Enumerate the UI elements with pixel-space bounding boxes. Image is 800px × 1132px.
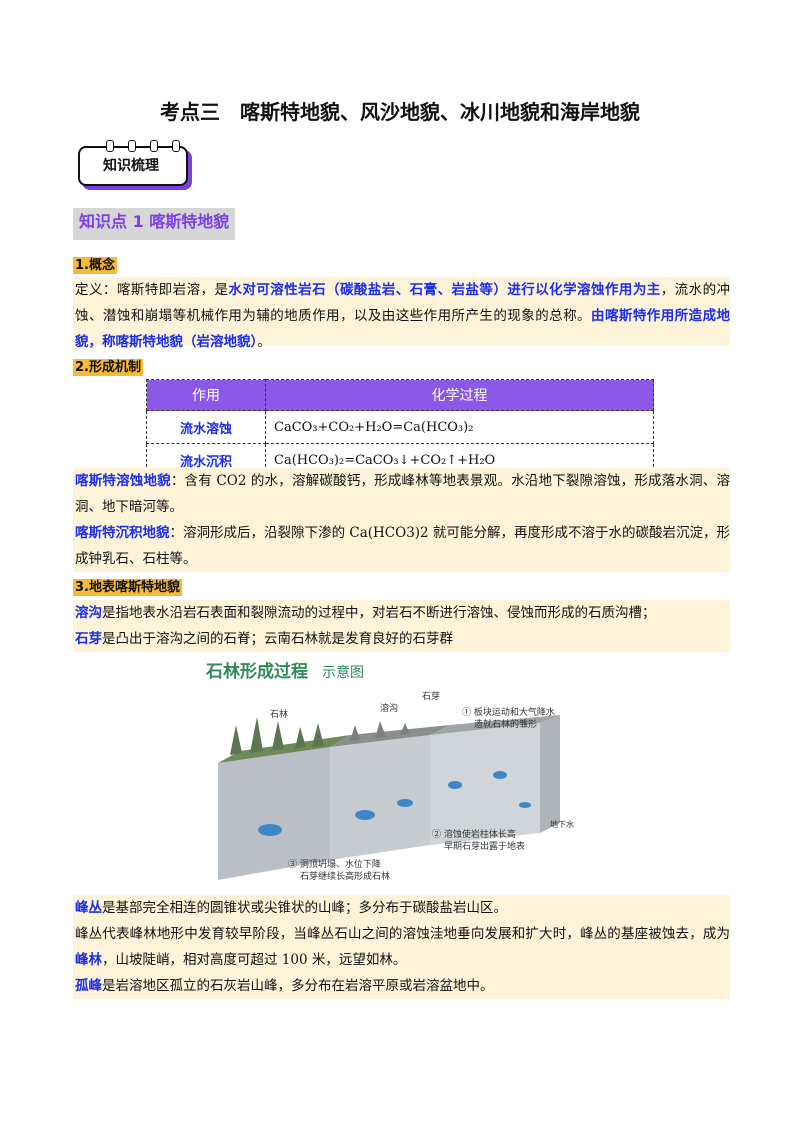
section-heading-mechanism: 2.形成机制 — [73, 359, 143, 376]
ring-icon — [128, 140, 136, 152]
ring-icon — [172, 140, 180, 152]
svg-text:溶沟: 溶沟 — [380, 702, 398, 714]
svg-text:地下水: 地下水 — [550, 819, 574, 829]
svg-text:② 溶蚀使岩柱体长高: ② 溶蚀使岩柱体长高 — [432, 828, 516, 840]
svg-text:石林: 石林 — [270, 708, 288, 720]
stone-forest-diagram: 石林形成过程 示意图 石林 溶沟 石芽 ① 板块运动和大气降水 造就石 — [200, 655, 600, 885]
figure-title: 石林形成过程 — [205, 661, 308, 682]
highlight-text: 由喀斯特作用所造成地貌，称喀斯特地貌（岩溶地貌） — [75, 308, 731, 350]
table-cell: CaCO₃+CO₂+H₂O=Ca(HCO₃)₂ — [265, 410, 654, 444]
svg-text:① 板块运动和大气降水: ① 板块运动和大气降水 — [462, 706, 555, 718]
svg-text:早期石芽出露于地表: 早期石芽出露于地表 — [444, 840, 525, 852]
fengcong-paragraph: 峰丛是基部完全相连的圆锥状或尖锥状的山峰；多分布于碳酸盐岩山区。 — [73, 895, 730, 921]
concept-paragraph: 定义：喀斯特即岩溶，是水对可溶性岩石（碳酸盐岩、石膏、岩盐等）进行以化学溶蚀作用… — [73, 277, 730, 350]
karst-erosion-paragraph: 喀斯特溶蚀地貌：含有 CO2 的水，溶解碳酸钙，形成峰林等地表景观。水沿地下裂隙… — [73, 468, 730, 520]
table-header: 化学过程 — [265, 379, 654, 411]
section-heading-surface-karst: 3.地表喀斯特地貌 — [73, 579, 182, 596]
ring-icon — [106, 140, 114, 152]
ring-icon — [150, 140, 158, 152]
svg-text:造就石林的雏形: 造就石林的雏形 — [474, 718, 537, 730]
fenglin-paragraph: 峰丛代表峰林地形中发育较早阶段，当峰丛石山之间的溶蚀洼地垂向发展和扩大时，峰丛的… — [73, 921, 730, 973]
ronggou-paragraph: 溶沟是指地表水沿岩石表面和裂隙流动的过程中，对岩石不断进行溶蚀、侵蚀而形成的石质… — [73, 600, 730, 626]
svg-text:石芽: 石芽 — [422, 690, 440, 702]
section-tag: 知识梳理 — [78, 140, 188, 186]
page-title: 考点三 喀斯特地貌、风沙地貌、冰川地貌和海岸地貌 — [160, 100, 640, 124]
svg-text:石芽继续长高形成石林: 石芽继续长高形成石林 — [300, 870, 390, 882]
gufeng-paragraph: 孤峰是岩溶地区孤立的石灰岩山峰，多分布在岩溶平原或岩溶盆地中。 — [73, 973, 730, 999]
chemistry-table: 作用 化学过程 流水溶蚀 CaCO₃+CO₂+H₂O=Ca(HCO₃)₂ 流水沉… — [146, 379, 654, 477]
table-header: 作用 — [146, 379, 266, 411]
figure-subtitle: 示意图 — [322, 664, 364, 681]
section-tag-label: 知识梳理 — [103, 158, 159, 174]
table-cell: 流水溶蚀 — [146, 410, 266, 444]
karst-deposition-paragraph: 喀斯特沉积地貌：溶洞形成后，沿裂隙下渗的 Ca(HCO3)2 就可能分解，再度形… — [73, 520, 730, 572]
knowledge-point-heading: 知识点 1 喀斯特地貌 — [73, 208, 236, 240]
section-heading-concept: 1.概念 — [73, 257, 117, 274]
shiya-paragraph: 石芽是凸出于溶沟之间的石脊；云南石林就是发育良好的石芽群 — [73, 626, 730, 652]
table-row: 流水溶蚀 CaCO₃+CO₂+H₂O=Ca(HCO₃)₂ — [146, 410, 654, 444]
svg-text:③ 洞顶坍塌、水位下降: ③ 洞顶坍塌、水位下降 — [288, 858, 381, 870]
highlight-text: 水对可溶性岩石（碳酸盐岩、石膏、岩盐等）进行以化学溶蚀作用为主 — [228, 282, 661, 298]
